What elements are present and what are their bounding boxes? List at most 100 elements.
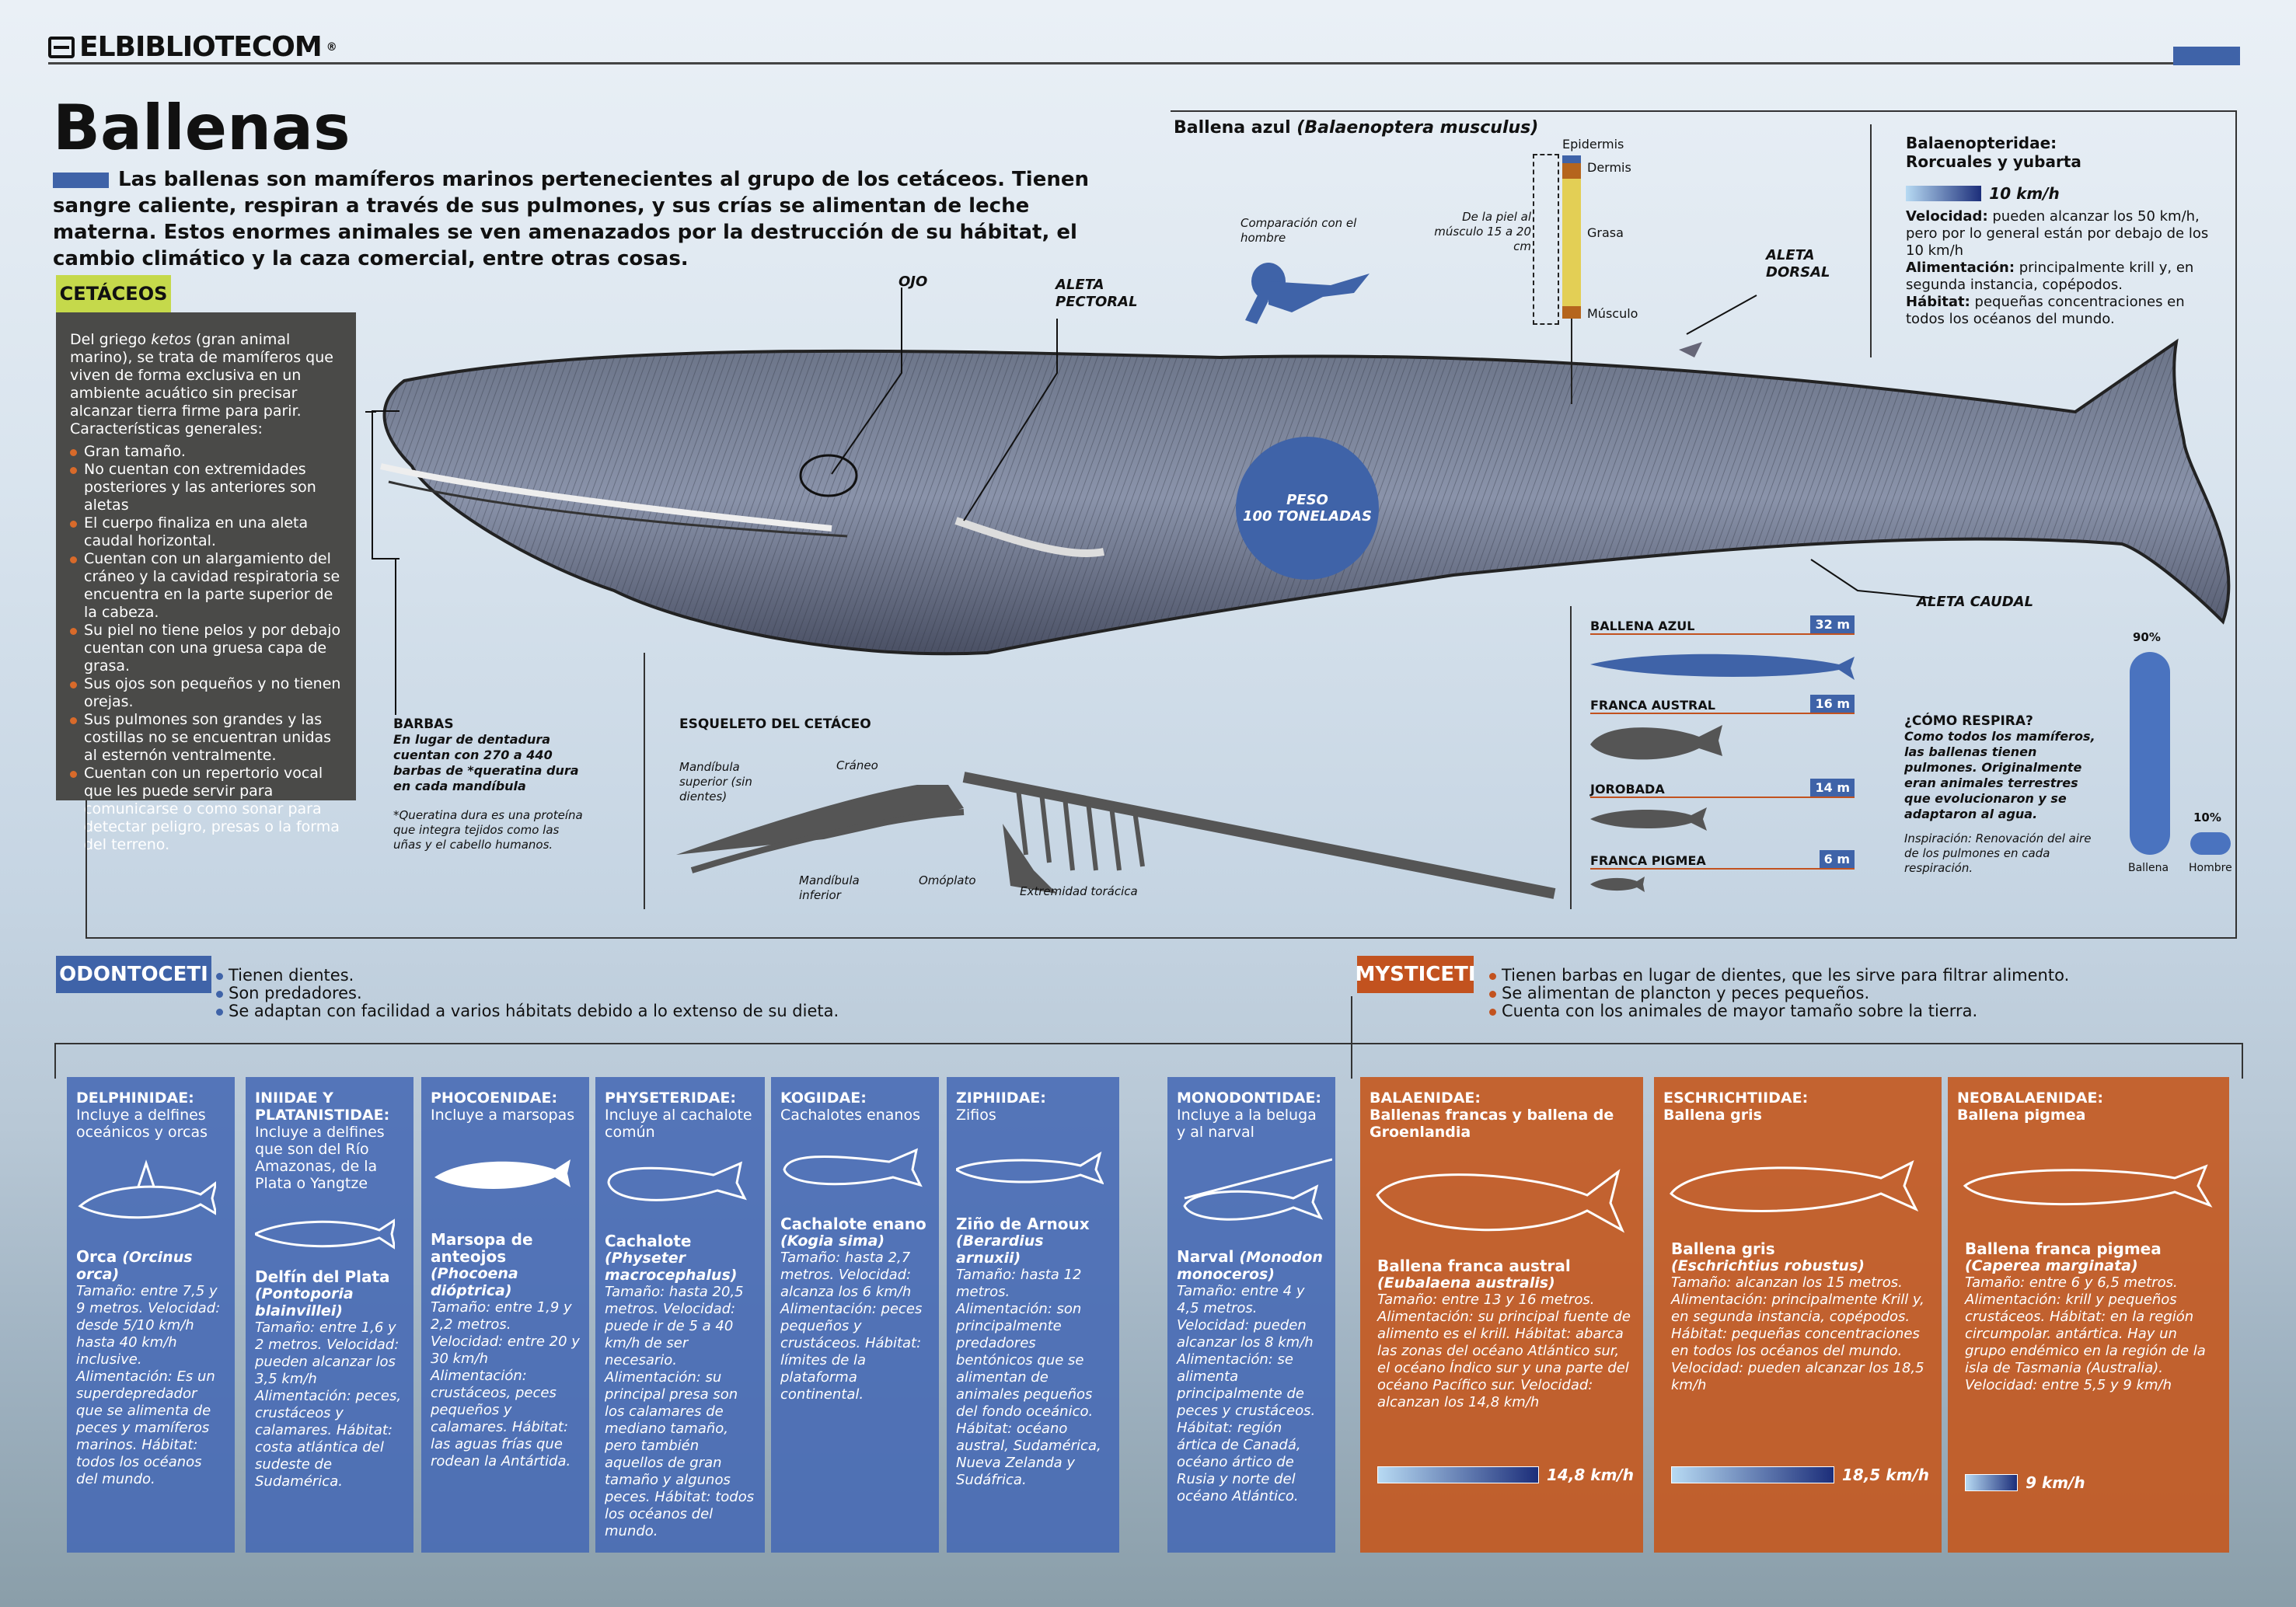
- odontoceti-list: Tienen dientes. Son predadores. Se adapt…: [216, 967, 839, 1020]
- intro-paragraph: Las ballenas son mamíferos marinos perte…: [53, 166, 1110, 272]
- leader-lines: [365, 288, 1936, 599]
- list-item: Tienen dientes.: [216, 967, 839, 985]
- header-accent-bar: [2173, 47, 2240, 65]
- list-item: Son predadores.: [216, 985, 839, 1002]
- layer-dermis: [1562, 163, 1581, 179]
- skeleton-divider: [644, 653, 645, 909]
- book-icon: [48, 36, 75, 58]
- silhouette-ballena-azul: [1590, 654, 1855, 680]
- porpoise-icon: [434, 1159, 571, 1189]
- sperm-whale-icon: [607, 1161, 747, 1201]
- family-card: INIIDAE Y PLATANISTIDAE:Incluye a delfin…: [246, 1077, 413, 1553]
- family-card: NEOBALAENIDAE:Ballena pigmea Ballena fra…: [1948, 1077, 2229, 1553]
- list-item: Sus pulmones son grandes y las costillas…: [70, 711, 342, 765]
- brand-registered-mark: ®: [326, 40, 337, 54]
- list-item: Gran tamaño.: [70, 443, 342, 461]
- mysticeti-list: Tienen barbas en lugar de dientes, que l…: [1489, 967, 2069, 1020]
- speed-gradient: [1965, 1474, 2019, 1491]
- mysticeti-tag: MYSTICETI: [1355, 956, 1476, 993]
- speed-gradient: [1671, 1466, 1834, 1483]
- family-card: BALAENIDAE:Ballenas francas y ballena de…: [1360, 1077, 1643, 1553]
- balaenopteridae-text: Velocidad: pueden alcanzar los 50 km/h, …: [1906, 208, 2209, 327]
- breath-value-0: 90%: [2133, 630, 2161, 644]
- breath-label-0: Ballena: [2128, 862, 2169, 874]
- layer-musculo: [1562, 306, 1581, 319]
- speed-indicator: 9 km/h: [1965, 1473, 2085, 1492]
- intro-accent-bar: [53, 172, 109, 188]
- balaenopteridae-speed: 10 km/h: [1906, 185, 2217, 202]
- right-whale-icon: [1376, 1169, 1625, 1233]
- family-card: PHYSETERIDAE:Incluye al cachalote común …: [595, 1077, 765, 1553]
- family-card: DELPHINIDAE:Incluye a delfines oceánicos…: [67, 1077, 235, 1553]
- balaenopteridae-panel: Balaenopteridae: Rorcuales y yubarta 10 …: [1906, 134, 2217, 328]
- list-item: Se alimentan de plancton y peces pequeño…: [1489, 985, 2069, 1002]
- list-item: No cuentan con extremidades posteriores …: [70, 461, 342, 514]
- frame-rule-mid: [85, 937, 2237, 939]
- layer-label-musculo: Músculo: [1587, 306, 1638, 321]
- blue-whale-heading: Ballena azul (Balaenoptera musculus): [1174, 118, 1539, 138]
- dwarf-sperm-whale-icon: [783, 1148, 923, 1187]
- layer-grasa: [1562, 179, 1581, 306]
- dolphin-icon: [255, 1218, 395, 1250]
- frame-rule-left: [85, 800, 87, 939]
- list-item: Su piel no tiene pelos y por debajo cuen…: [70, 622, 342, 675]
- speed-gradient: [1377, 1466, 1539, 1483]
- skin-bracket: [1533, 154, 1559, 325]
- frame-rule-right: [2235, 110, 2237, 939]
- speed-indicator: 18,5 km/h: [1671, 1466, 1929, 1484]
- barbas-callout: BARBAS En lugar de dentadura cuentan con…: [393, 716, 583, 852]
- families-rule: [54, 1043, 2243, 1044]
- list-item: Tienen barbas en lugar de dientes, que l…: [1489, 967, 2069, 985]
- cetaceos-description: Del griego ketos (gran animal marino), s…: [70, 331, 333, 437]
- list-item: Cuentan con un alargamiento del cráneo y…: [70, 550, 342, 622]
- skeleton-label: Mandíbula superior (sin dientes): [679, 760, 752, 804]
- family-card: MONODONTIDAE:Incluye a la beluga y al na…: [1167, 1077, 1335, 1553]
- label-ojo: OJO: [899, 274, 928, 290]
- barbas-bracket: [372, 410, 373, 558]
- gray-whale-icon: [1670, 1160, 1919, 1212]
- list-item: Cuenta con los animales de mayor tamaño …: [1489, 1002, 2069, 1020]
- breath-bar-1: [2190, 832, 2231, 855]
- families-rule-left: [54, 1043, 56, 1079]
- layer-leader: [1571, 319, 1572, 404]
- comparison-label: Comparación con el hombre: [1240, 216, 1357, 245]
- skeleton-label: Extremidad torácica: [1020, 884, 1138, 898]
- cetaceos-box: Del griego ketos (gran animal marino), s…: [56, 312, 356, 853]
- intro-text: Las ballenas son mamíferos marinos perte…: [53, 168, 1089, 270]
- list-item: Cuentan con un repertorio vocal que les …: [70, 765, 342, 854]
- families-rule-mid: [1351, 996, 1352, 1079]
- respira-panel: ¿CÓMO RESPIRA? Como todos los mamíferos,…: [1904, 713, 2095, 875]
- frame-rule-top: [1171, 110, 2235, 112]
- narwhal-icon: [1183, 1158, 1332, 1221]
- layer-epidermis: [1562, 155, 1581, 163]
- family-card: ZIPHIIDAE:Zifios Ziño de Arnoux (Berardi…: [947, 1077, 1119, 1553]
- odontoceti-tag: ODONTOCETI: [56, 956, 211, 993]
- family-card: ESCHRICHTIIDAE:Ballena gris Ballena gris…: [1654, 1077, 1942, 1553]
- brand-logo: ELBIBLIOTECOM®: [48, 31, 337, 63]
- family-card: KOGIIDAE:Cachalotes enanos Cachalote ena…: [771, 1077, 939, 1553]
- silhouette-franca-pigmea: [1590, 877, 1645, 892]
- skeleton-title: ESQUELETO DEL CETÁCEO: [679, 716, 871, 732]
- pygmy-right-whale-icon: [1963, 1164, 2213, 1208]
- speed-gradient: [1906, 186, 1982, 201]
- list-item: El cuerpo finaliza en una aleta caudal h…: [70, 514, 342, 550]
- skeleton-illustration: [676, 772, 1556, 899]
- cetaceos-tag: CETÁCEOS: [56, 275, 171, 312]
- list-item: Sus ojos son pequeños y no tienen orejas…: [70, 675, 342, 711]
- breath-label-1: Hombre: [2189, 862, 2232, 874]
- barbas-bracket-bottom: [372, 558, 400, 559]
- family-card: PHOCOENIDAE:Incluye a marsopas Marsopa d…: [421, 1077, 589, 1553]
- beaked-whale-icon: [956, 1151, 1104, 1185]
- page-title: Ballenas: [53, 92, 351, 164]
- barbas-bracket-top: [372, 410, 400, 412]
- layer-label-dermis: Dermis: [1587, 160, 1631, 175]
- brand-name: ELBIBLIOTECOM: [79, 31, 323, 63]
- skeleton-label: Omóplato: [919, 873, 976, 887]
- diver-icon: [1245, 263, 1370, 324]
- silhouette-jorobada: [1590, 807, 1707, 831]
- label-aleta-pectoral: ALETA PECTORAL: [1056, 277, 1138, 310]
